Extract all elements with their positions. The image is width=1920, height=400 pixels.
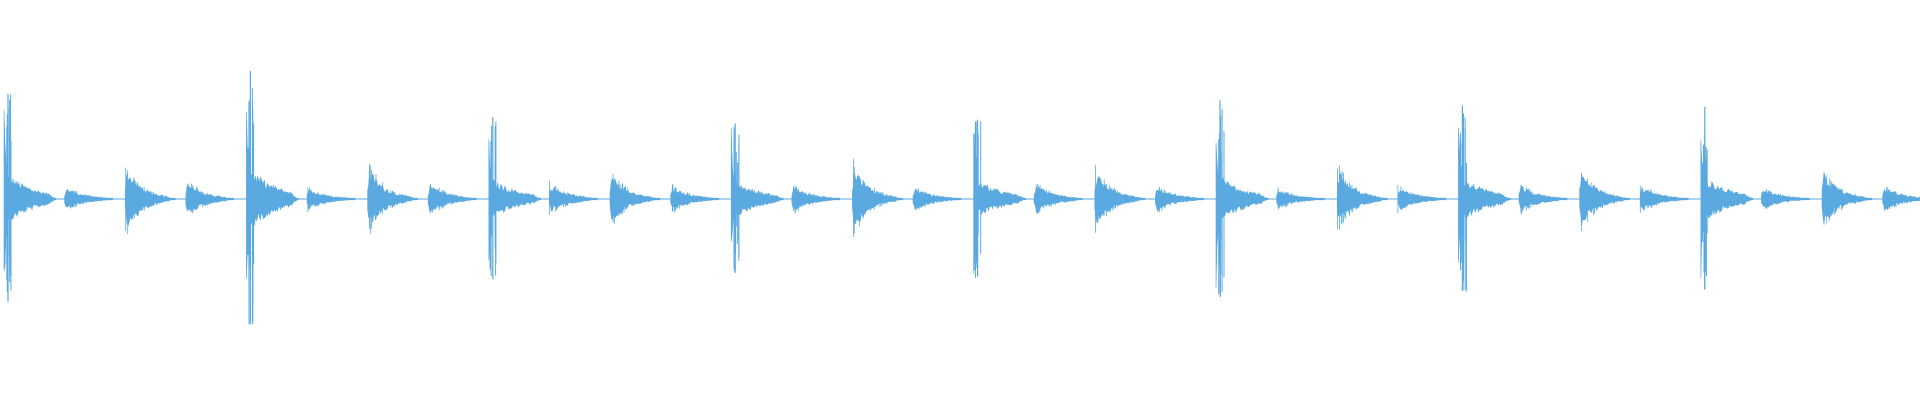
waveform-envelope — [246, 111, 299, 280]
waveform-transient-soft — [427, 183, 489, 214]
waveform-transient-strong — [488, 117, 550, 280]
waveform-transient-medium — [852, 159, 913, 237]
waveform-transient-soft — [1639, 185, 1701, 214]
waveform-envelope — [1397, 189, 1447, 210]
waveform-transient-soft — [64, 189, 126, 210]
waveform-envelope — [1761, 190, 1810, 209]
waveform-envelope — [1155, 187, 1204, 213]
waveform-envelope — [1276, 190, 1325, 209]
waveform-transient-soft — [912, 188, 974, 211]
waveform-transient-strong — [1700, 106, 1762, 290]
waveform-transient-soft — [670, 184, 732, 213]
waveform-envelope — [1518, 185, 1568, 212]
waveform-transient-soft — [1518, 184, 1580, 215]
waveform-envelope — [670, 187, 719, 210]
waveform-transient-soft — [1155, 186, 1216, 213]
waveform-envelope — [1700, 140, 1754, 279]
waveform-envelope — [1458, 127, 1511, 263]
waveform-transient-soft — [1397, 184, 1459, 214]
waveform-transient-soft — [1882, 186, 1920, 212]
waveform-transient-strong — [973, 119, 1035, 278]
waveform-envelope — [609, 178, 661, 221]
waveform-envelope — [427, 183, 477, 214]
waveform-transient-soft — [1761, 189, 1822, 209]
waveform-envelope — [3, 110, 57, 272]
waveform-transient-medium — [1336, 165, 1398, 230]
waveform-transient-medium — [609, 174, 671, 225]
waveform-transient-strong — [246, 71, 307, 325]
waveform-envelope — [488, 138, 542, 261]
waveform-envelope — [1094, 176, 1146, 223]
waveform-transient-strong — [1215, 100, 1277, 297]
waveform-transient-strong — [730, 123, 792, 273]
waveform-transient-medium — [1094, 164, 1156, 233]
waveform-transient-soft — [306, 187, 368, 213]
waveform-envelope — [124, 173, 176, 227]
waveform-envelope — [730, 127, 784, 242]
waveform-transient-strong — [1458, 105, 1519, 292]
waveform-envelope — [1033, 186, 1083, 213]
waveform-envelope — [973, 133, 1026, 275]
waveform-transient-soft — [185, 183, 247, 214]
waveform-transient-soft — [549, 180, 610, 215]
waveform-transient-soft — [1033, 183, 1095, 215]
waveform-transient-medium — [124, 167, 186, 234]
waveform-envelope — [852, 172, 903, 225]
waveform-envelope — [1215, 142, 1269, 288]
waveform-transient-medium — [1579, 173, 1641, 232]
waveform-transient-medium — [1821, 172, 1883, 225]
waveform-envelope — [549, 185, 598, 212]
waveform-transient-soft — [791, 185, 853, 214]
waveform-transient-medium — [367, 164, 429, 234]
waveform-envelope — [1336, 172, 1388, 219]
waveform-transient-soft — [1276, 187, 1338, 210]
waveform-transient-strong — [3, 94, 65, 302]
